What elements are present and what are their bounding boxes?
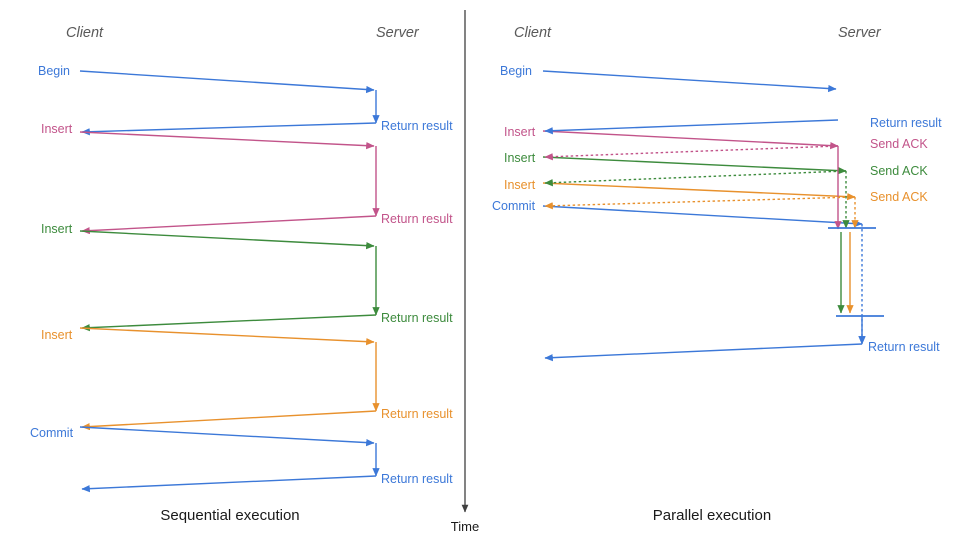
client-message-label: Begin bbox=[500, 64, 532, 78]
message-arrow bbox=[81, 314, 377, 332]
server-message-label: Return result bbox=[381, 119, 453, 133]
server-message-label: Return result bbox=[381, 472, 453, 486]
message-arrow bbox=[79, 131, 375, 150]
message-arrow bbox=[79, 327, 375, 346]
time-axis-layer: Time bbox=[451, 10, 479, 534]
lane-title-client-parallel: Client bbox=[514, 25, 552, 41]
server-message-label: Return result bbox=[381, 407, 453, 421]
message-arrow bbox=[81, 215, 377, 235]
request-arrow bbox=[542, 156, 847, 175]
server-message-label: Send ACK bbox=[870, 190, 928, 204]
response-arrow bbox=[544, 343, 863, 362]
client-message-label: Insert bbox=[504, 125, 536, 139]
client-message-label: Commit bbox=[30, 426, 74, 440]
response-arrow bbox=[544, 170, 847, 187]
request-arrow bbox=[542, 182, 856, 201]
lane-title-server-parallel: Server bbox=[838, 25, 882, 41]
client-message-label: Insert bbox=[504, 151, 536, 165]
time-axis-label: Time bbox=[451, 519, 479, 534]
client-message-label: Commit bbox=[492, 199, 536, 213]
client-message-label: Insert bbox=[41, 122, 73, 136]
message-arrow bbox=[79, 426, 375, 447]
request-arrow bbox=[542, 130, 839, 150]
client-message-label: Begin bbox=[38, 64, 70, 78]
response-arrow bbox=[544, 145, 839, 161]
message-arrow bbox=[81, 475, 377, 493]
server-message-label: Send ACK bbox=[870, 137, 928, 151]
response-arrow bbox=[544, 196, 856, 210]
lane-title-server-sequential: Server bbox=[376, 25, 420, 41]
response-arrow bbox=[544, 119, 839, 135]
server-message-label: Return result bbox=[381, 212, 453, 226]
client-message-label: Insert bbox=[41, 328, 73, 342]
server-message-label: Send ACK bbox=[870, 164, 928, 178]
request-arrow bbox=[542, 70, 837, 93]
panel-caption-parallel: Parallel execution bbox=[653, 507, 771, 524]
client-message-label: Insert bbox=[41, 222, 73, 236]
client-message-label: Insert bbox=[504, 178, 536, 192]
message-arrow bbox=[81, 122, 377, 136]
server-message-label: Return result bbox=[381, 311, 453, 325]
lane-title-client-sequential: Client bbox=[66, 25, 104, 41]
request-arrow bbox=[542, 205, 863, 228]
message-arrow bbox=[79, 230, 375, 250]
panel-caption-sequential: Sequential execution bbox=[160, 507, 299, 524]
message-arrow bbox=[79, 70, 375, 94]
server-message-label: Return result bbox=[870, 116, 942, 130]
server-message-label: Return result bbox=[868, 340, 940, 354]
message-arrow bbox=[81, 410, 377, 431]
